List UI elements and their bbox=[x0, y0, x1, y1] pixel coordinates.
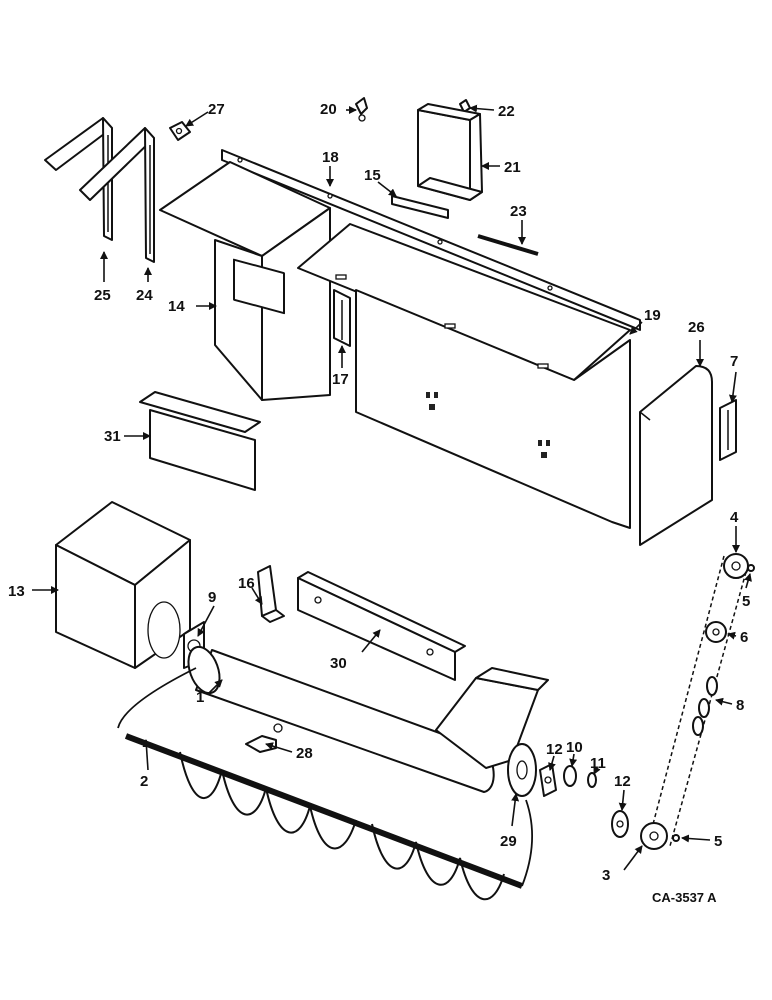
side-panel-26 bbox=[639, 365, 713, 546]
callout-12b: 12 bbox=[614, 773, 631, 790]
main-shield-19 bbox=[297, 223, 631, 529]
callout-29: 29 bbox=[500, 833, 517, 850]
sprocket-3 bbox=[640, 822, 668, 850]
callout-2: 2 bbox=[140, 773, 148, 790]
callout-21: 21 bbox=[504, 159, 521, 176]
shield-14 bbox=[159, 161, 331, 401]
callout-labels: 27 20 22 18 15 21 23 25 24 14 17 19 26 7… bbox=[8, 101, 750, 905]
callout-14: 14 bbox=[168, 298, 185, 315]
callout-25: 25 bbox=[94, 287, 111, 304]
bearing-10 bbox=[563, 765, 577, 787]
pin-5a bbox=[747, 564, 755, 572]
washer-11 bbox=[587, 772, 597, 788]
callout-5b: 5 bbox=[714, 833, 722, 850]
bracket-7 bbox=[719, 399, 737, 461]
housing-13 bbox=[55, 501, 191, 669]
chain-8 bbox=[651, 555, 747, 847]
drawing-code: CA-3537 A bbox=[652, 890, 717, 905]
auger-2 bbox=[117, 667, 533, 901]
hopper-bracket-21 bbox=[417, 103, 483, 201]
bracket-16 bbox=[257, 565, 285, 623]
callout-31: 31 bbox=[104, 428, 121, 445]
callout-10: 10 bbox=[566, 739, 583, 756]
plate-31 bbox=[139, 391, 261, 491]
sprocket-6 bbox=[705, 621, 727, 643]
callout-20: 20 bbox=[320, 101, 337, 118]
callout-17: 17 bbox=[332, 371, 349, 388]
callout-23: 23 bbox=[510, 203, 527, 220]
callout-13: 13 bbox=[8, 583, 25, 600]
flange-29 bbox=[507, 743, 537, 797]
sprocket-4 bbox=[723, 553, 749, 579]
leader-lines bbox=[32, 104, 752, 871]
rod-23 bbox=[477, 234, 539, 256]
callout-22: 22 bbox=[498, 103, 515, 120]
auger-tube-1 bbox=[187, 645, 549, 793]
callout-28: 28 bbox=[296, 745, 313, 762]
channel-30 bbox=[297, 571, 466, 681]
callout-24: 24 bbox=[136, 287, 153, 304]
top-rail-18 bbox=[221, 149, 641, 331]
callout-8: 8 bbox=[736, 697, 744, 714]
callout-19: 19 bbox=[644, 307, 661, 324]
angle-bracket-24 bbox=[79, 127, 155, 263]
bearing-12a bbox=[539, 763, 557, 797]
callout-18: 18 bbox=[322, 149, 339, 166]
callout-1: 1 bbox=[196, 689, 204, 706]
callout-16: 16 bbox=[238, 575, 255, 592]
clip-27 bbox=[169, 121, 191, 141]
fastener-20 bbox=[355, 97, 368, 122]
callout-12a: 12 bbox=[546, 741, 563, 758]
callout-4: 4 bbox=[730, 509, 739, 526]
callout-3: 3 bbox=[602, 867, 610, 884]
callout-27: 27 bbox=[208, 101, 225, 118]
strip-15 bbox=[391, 195, 449, 219]
callout-15: 15 bbox=[364, 167, 381, 184]
callout-30: 30 bbox=[330, 655, 347, 672]
pin-5b bbox=[672, 834, 680, 842]
callout-26: 26 bbox=[688, 319, 705, 336]
bracket-17 bbox=[333, 289, 351, 347]
bearing-12b bbox=[611, 810, 629, 838]
callout-9: 9 bbox=[208, 589, 216, 606]
callout-11: 11 bbox=[590, 755, 606, 772]
callout-7: 7 bbox=[730, 353, 738, 370]
callout-5a: 5 bbox=[742, 593, 750, 610]
callout-6: 6 bbox=[740, 629, 748, 646]
